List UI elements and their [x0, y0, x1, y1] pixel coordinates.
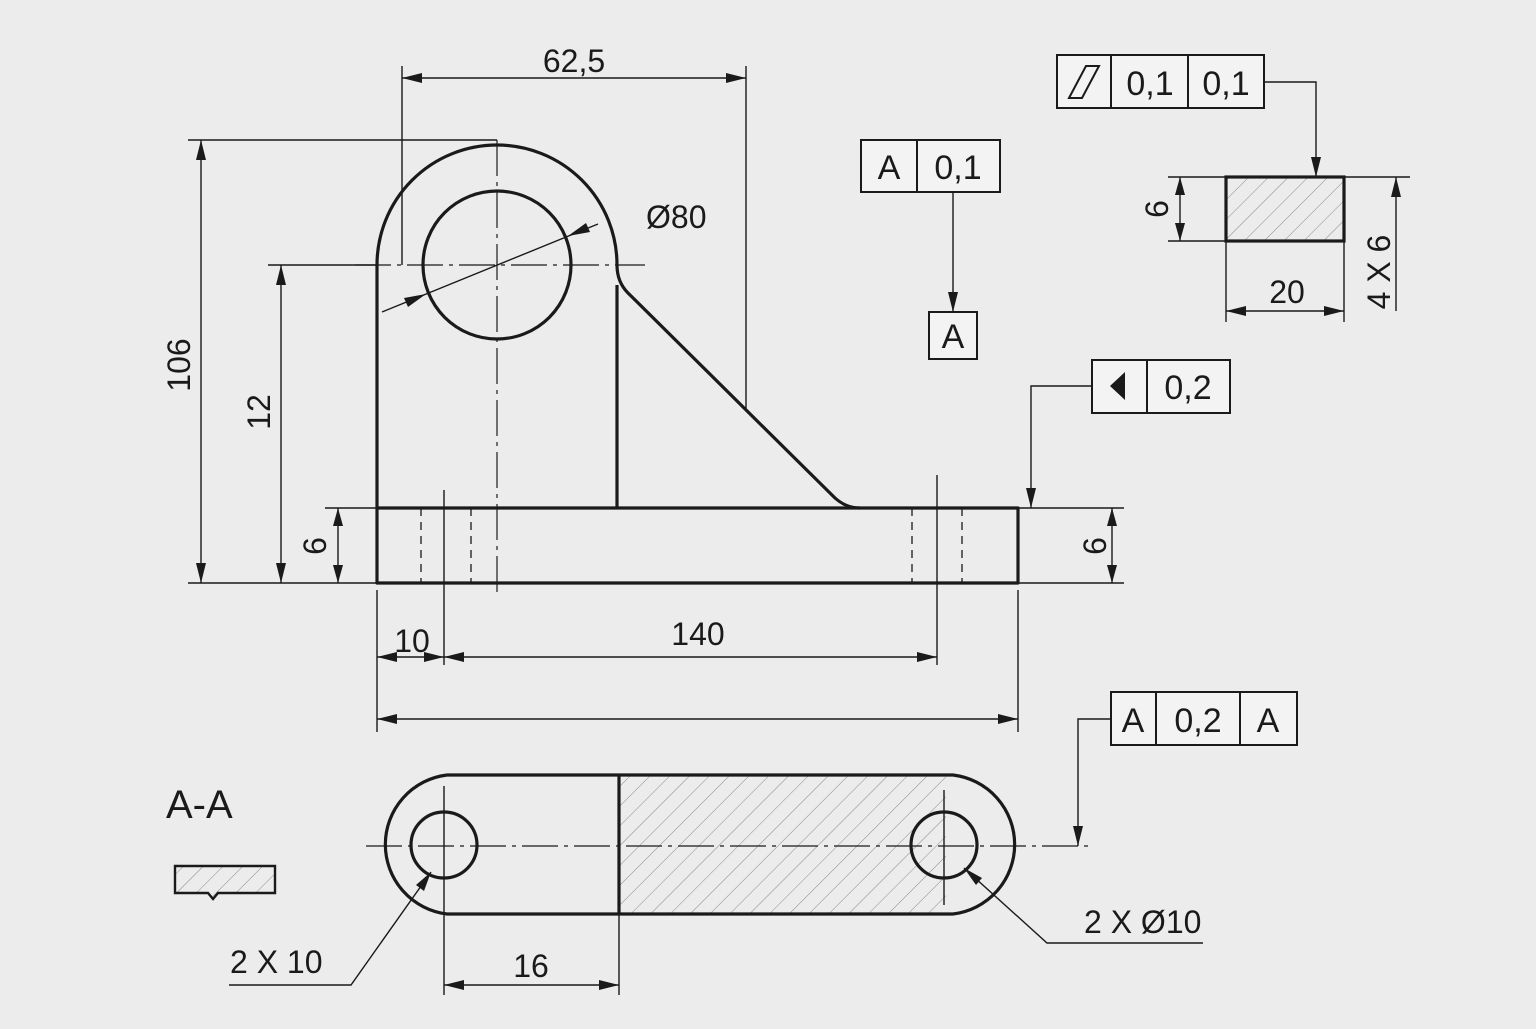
dim-text: 4 X 6 [1361, 235, 1397, 310]
base-plate [375, 506, 1020, 585]
datum-tolerance: 0,1 [934, 149, 981, 187]
dim-62-5: 62,5 [401, 43, 747, 410]
profile-tolerance: 0,2 [1164, 369, 1211, 407]
datum-feature-frame: A 0,1 A [860, 139, 1001, 360]
dim-6-left: 6 [297, 507, 377, 583]
profile-frame: 0,2 [1026, 359, 1231, 508]
front-view [355, 140, 1020, 665]
slot-outline [383, 773, 1017, 916]
right-hole-note: 2 X Ø10 [1084, 904, 1201, 940]
dim-text: 10 [394, 623, 430, 659]
datum-letter: A [878, 149, 901, 187]
section-a-a: A-A [166, 783, 277, 901]
dim-text: 16 [513, 948, 549, 984]
position-datum: A [1257, 702, 1280, 740]
position-left: A [1122, 702, 1145, 740]
dim-base-horizontal: 10 140 [376, 590, 1019, 732]
dim-text: Ø80 [646, 199, 706, 235]
dim-6-right: 6 [1018, 507, 1124, 584]
triangle-icon [1110, 372, 1125, 400]
upright-outline [375, 143, 861, 510]
left-hole-note: 2 X 10 [230, 944, 323, 980]
datum-label: A [942, 318, 965, 356]
dim-text: 6 [297, 537, 333, 555]
dim-text: 106 [161, 338, 197, 391]
parallelism-icon [1067, 65, 1101, 99]
dim-hole-diameter: Ø80 [381, 199, 706, 313]
dim-text: 6 [1139, 200, 1175, 218]
dim-text: 140 [671, 616, 724, 652]
position-frame: A 0,2 A [1073, 691, 1298, 846]
top-view: 16 2 X 10 2 X Ø10 [229, 773, 1203, 995]
dim-12: 12 [241, 264, 377, 583]
dim-text: 20 [1269, 274, 1305, 310]
position-tolerance: 0,2 [1174, 702, 1221, 740]
dim-text: 62,5 [543, 43, 605, 79]
section-label: A-A [166, 783, 233, 827]
parallel-tol-2: 0,1 [1202, 65, 1249, 103]
dim-106: 106 [161, 139, 497, 584]
dim-text: 12 [241, 394, 277, 430]
bar-section: 6 20 4 X 6 [1139, 175, 1410, 322]
parallel-tol-1: 0,1 [1126, 65, 1173, 103]
dim-text: 6 [1077, 537, 1113, 555]
parallelism-frame: 0,1 0,1 [1056, 54, 1321, 177]
